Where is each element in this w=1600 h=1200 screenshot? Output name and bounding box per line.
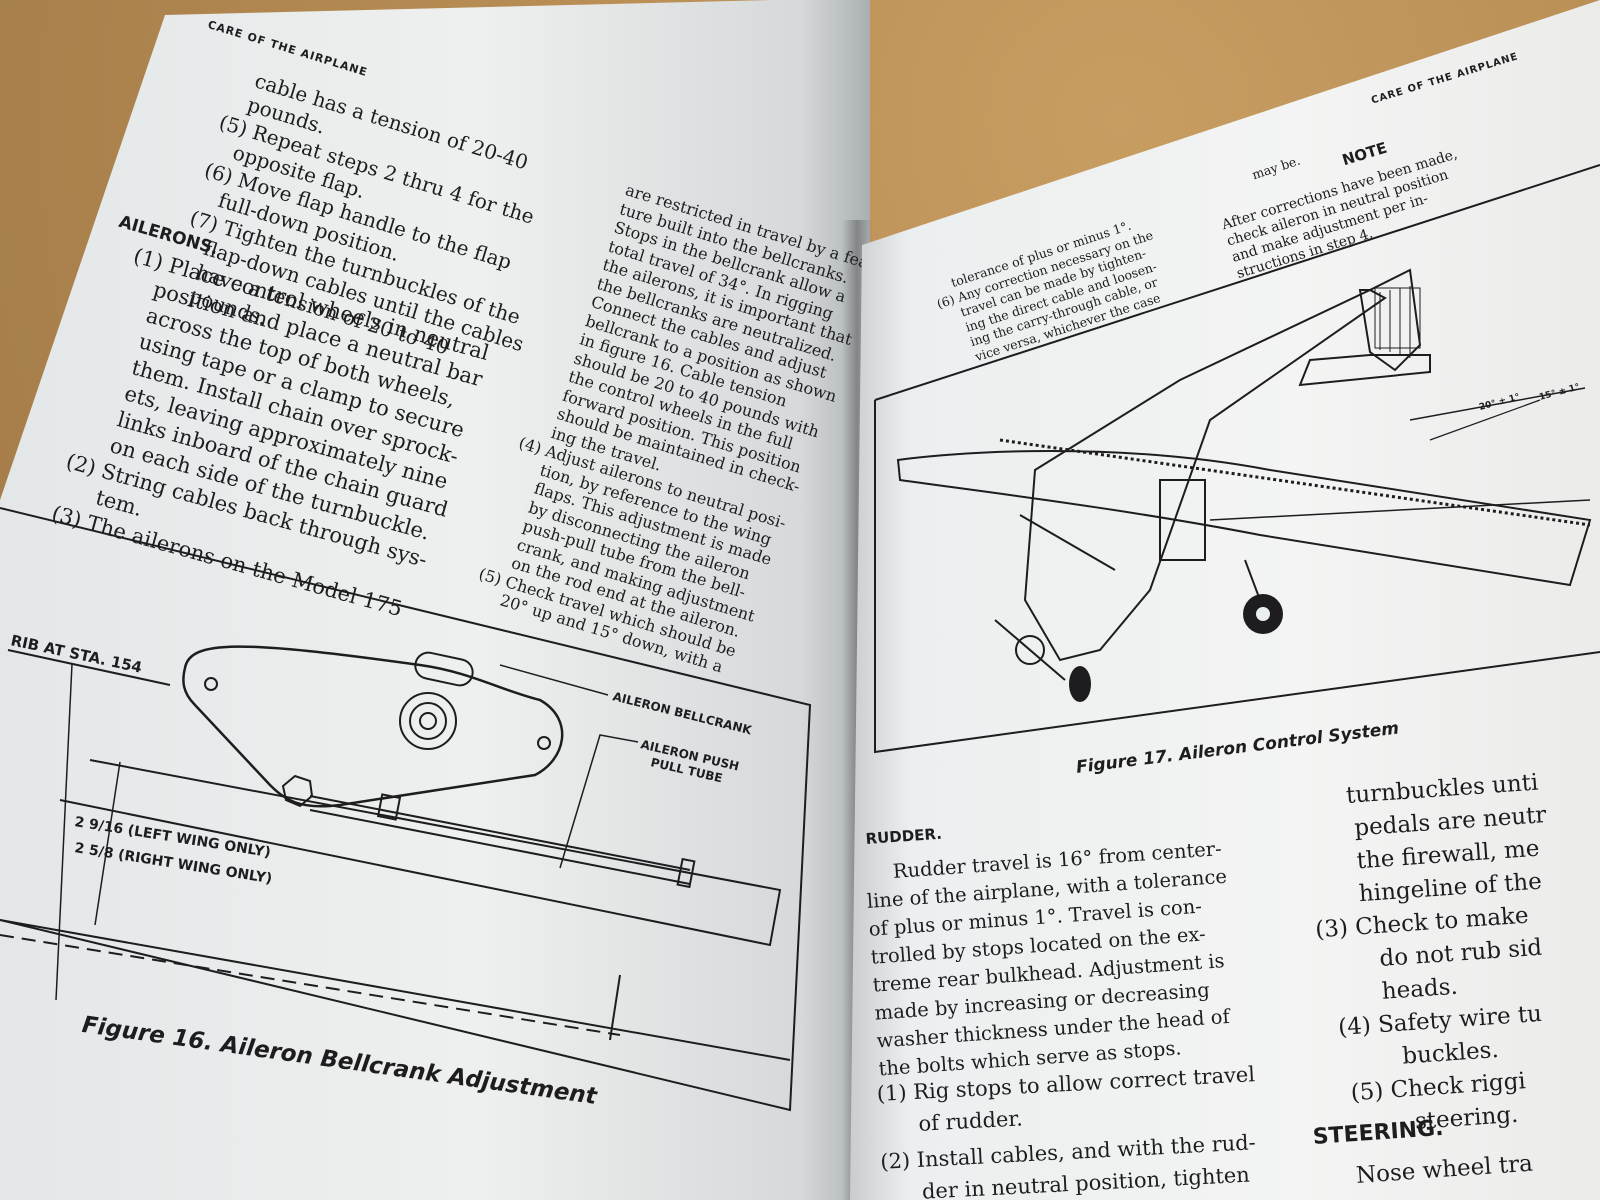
angle-label-down: 15° ± 1° (1538, 382, 1581, 402)
rudder-text: Rudder travel is 16° from center- line o… (864, 835, 1239, 1084)
figure-17-diagram: 20° ± 1° 15° ± 1° (874, 164, 1600, 754)
airplane-wing (896, 450, 1592, 587)
figure-16-frame (0, 507, 812, 1112)
bellcrank-plate (182, 645, 564, 808)
rudder-steps: (1) Rig stops to allow correct travel of… (876, 1058, 1261, 1200)
rudder-steps-col2: turnbuckles unti pedals are neutr the fi… (1315, 766, 1568, 1142)
figure-16-diagram: RIB AT STA. 154 AILERON BELLCRANK AILERO… (0, 507, 812, 1112)
airplane-fuselage (1023, 288, 1387, 662)
bellcrank-label: AILERON BELLCRANK (611, 689, 753, 737)
left-page: CARE OF THE AIRPLANE cable has a tension… (0, 0, 870, 1200)
figure-17-frame (874, 400, 1600, 754)
